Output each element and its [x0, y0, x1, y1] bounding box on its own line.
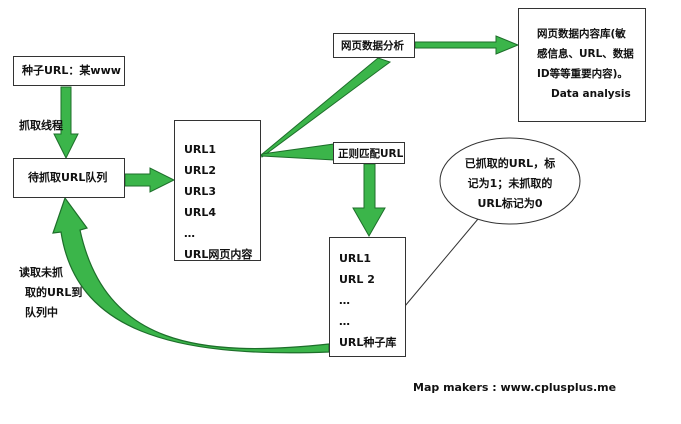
- read-uncrawled-line: 队列中: [25, 306, 58, 319]
- repository-line: Data analysis: [551, 88, 631, 100]
- arrow-seed-to-queue: [53, 86, 79, 160]
- repository-line: 网页数据内容库(敏: [537, 28, 626, 40]
- url-item: URL1: [184, 143, 217, 156]
- callout-line: 记为1；未抓取的: [467, 177, 553, 190]
- callout-line: 已抓取的URL，标: [464, 157, 556, 170]
- url-content-box: URL1 URL2 URL3 URL4 … URL网页内容: [174, 120, 261, 261]
- pending-queue-label: 待抓取URL队列: [28, 171, 108, 184]
- pending-queue-box: 待抓取URL队列: [13, 158, 125, 198]
- repository-line: 感信息、URL、数据: [537, 48, 634, 60]
- data-analysis-label: 网页数据分析: [341, 40, 404, 52]
- seedlib-item: URL 2: [339, 273, 375, 286]
- repository-line: ID等等重要内容)。: [537, 68, 628, 80]
- url-item: URL3: [184, 185, 217, 198]
- url-content-label: URL网页内容: [184, 248, 253, 261]
- map-maker-credit: Map makers : www.cplusplus.me: [413, 381, 617, 394]
- arrow-regex-to-seedlib: [352, 163, 386, 238]
- content-repository-box: 网页数据内容库(敏 感信息、URL、数据 ID等等重要内容)。 Data ana…: [518, 8, 646, 122]
- arrow-queue-to-urls: [124, 167, 176, 193]
- regex-match-label: 正则匹配URL: [338, 148, 404, 160]
- seedlib-item: …: [339, 315, 350, 328]
- url-item: URL4: [184, 206, 217, 219]
- data-analysis-box: 网页数据分析: [333, 33, 415, 58]
- seed-url-box: 种子URL：某www: [13, 56, 125, 86]
- regex-match-box: 正则匹配URL: [333, 142, 405, 164]
- arrow-analysis-to-repository: [414, 35, 520, 55]
- callout-text: 已抓取的URL，标 记为1；未抓取的 URL标记为0: [458, 154, 562, 214]
- callout-line: URL标记为0: [477, 197, 543, 210]
- seed-library-box: URL1 URL 2 … … URL种子库: [329, 237, 406, 357]
- arrow-seedlib-to-queue: [52, 196, 330, 354]
- seed-url-label: 种子URL：某www: [22, 64, 121, 77]
- read-uncrawled-line: 取的URL到: [25, 286, 83, 299]
- callout-bubble: [439, 137, 581, 225]
- seed-library-label: URL种子库: [339, 336, 397, 349]
- read-uncrawled-line: 读取未抓: [19, 266, 63, 279]
- crawl-thread-label: 抓取线程: [19, 119, 63, 132]
- seedlib-item: URL1: [339, 252, 372, 265]
- seedlib-item: …: [339, 294, 350, 307]
- url-item: …: [184, 227, 195, 240]
- read-uncrawled-label: 读取未抓 取的URL到 队列中: [19, 263, 82, 323]
- url-item: URL2: [184, 164, 217, 177]
- callout-pointer: [404, 218, 479, 307]
